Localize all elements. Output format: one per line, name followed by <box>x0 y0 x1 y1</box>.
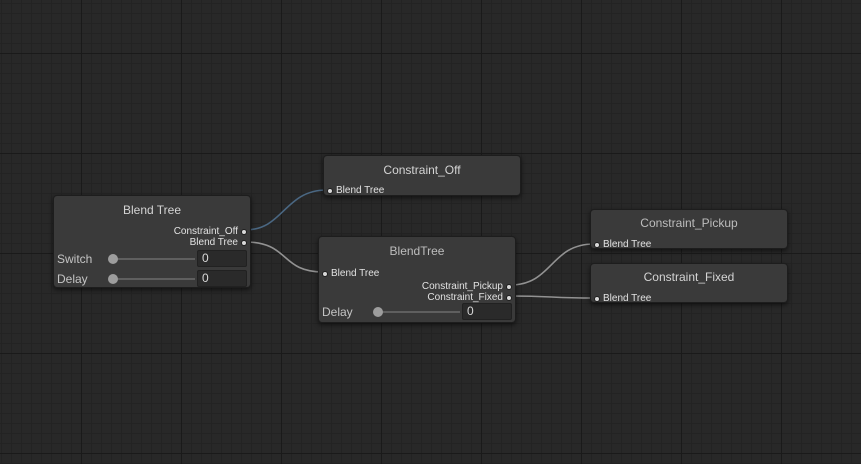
param-label: Delay <box>322 305 353 319</box>
connection-blendtree-to-constraint-fixed <box>509 295 595 299</box>
output-port-constraint-off[interactable]: Constraint_Off <box>174 226 247 237</box>
port-label: Blend Tree <box>603 239 652 250</box>
port-dot-icon[interactable] <box>594 296 600 302</box>
delay-value-field[interactable]: 0 <box>462 303 512 320</box>
param-label: Switch <box>57 252 93 266</box>
port-dot-icon[interactable] <box>594 242 600 248</box>
node-title: BlendTree <box>389 244 445 258</box>
delay-slider-track[interactable] <box>378 311 460 313</box>
node-title: Blend Tree <box>122 203 182 217</box>
delay-slider-track[interactable] <box>113 278 195 280</box>
param-row-delay: Delay 0 <box>319 303 515 321</box>
port-dot-icon[interactable] <box>506 295 512 301</box>
node-title: Constraint_Off <box>383 163 461 177</box>
port-dot-icon[interactable] <box>241 240 247 246</box>
constraint-off-node[interactable]: Constraint_Off Blend Tree <box>323 155 521 196</box>
input-port-blend-tree[interactable]: Blend Tree <box>327 185 384 196</box>
connection-root-to-blendtree <box>244 241 324 273</box>
switch-value-field[interactable]: 0 <box>197 250 247 267</box>
port-dot-icon[interactable] <box>241 229 247 235</box>
connection-blendtree-to-constraint-pickup <box>509 243 595 286</box>
port-label: Constraint_Fixed <box>427 292 503 303</box>
node-title: Constraint_Pickup <box>640 216 738 230</box>
input-port-blend-tree[interactable]: Blend Tree <box>322 268 379 279</box>
output-port-blend-tree[interactable]: Blend Tree <box>190 237 247 248</box>
connection-root-to-constraint-off <box>244 189 328 231</box>
param-row-delay: Delay 0 <box>54 270 250 288</box>
delay-slider-thumb[interactable] <box>373 307 383 317</box>
port-label: Blend Tree <box>331 268 380 279</box>
port-label: Constraint_Off <box>173 226 238 237</box>
delay-value-field[interactable]: 0 <box>197 270 247 287</box>
node-title: Constraint_Fixed <box>643 270 735 284</box>
blend-tree-node[interactable]: Blend Tree Constraint_Off Blend Tree Swi… <box>53 195 251 288</box>
output-port-constraint-pickup[interactable]: Constraint_Pickup <box>422 281 512 292</box>
delay-slider-thumb[interactable] <box>108 274 118 284</box>
input-port-blend-tree[interactable]: Blend Tree <box>594 239 651 250</box>
switch-slider-thumb[interactable] <box>108 254 118 264</box>
port-label: Blend Tree <box>189 237 238 248</box>
constraint-pickup-node[interactable]: Constraint_Pickup Blend Tree <box>590 209 788 250</box>
constraint-fixed-node[interactable]: Constraint_Fixed Blend Tree <box>590 263 788 304</box>
port-dot-icon[interactable] <box>506 284 512 290</box>
port-dot-icon[interactable] <box>327 188 333 194</box>
port-label: Blend Tree <box>603 293 652 304</box>
blendtree-node[interactable]: BlendTree Blend Tree Constraint_Pickup C… <box>318 236 516 323</box>
param-label: Delay <box>57 272 88 286</box>
port-dot-icon[interactable] <box>322 271 328 277</box>
input-port-blend-tree[interactable]: Blend Tree <box>594 293 651 304</box>
port-label: Constraint_Pickup <box>421 281 503 292</box>
param-row-switch: Switch 0 <box>54 250 250 268</box>
output-port-constraint-fixed[interactable]: Constraint_Fixed <box>427 292 512 303</box>
port-label: Blend Tree <box>336 185 385 196</box>
switch-slider-track[interactable] <box>113 258 195 260</box>
